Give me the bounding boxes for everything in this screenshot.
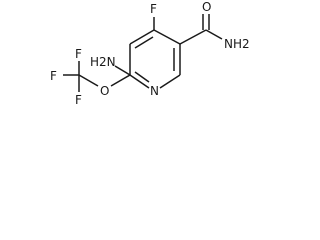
atom-labels: H2N F O NH2 N O F F F bbox=[50, 0, 250, 107]
bond-c2-o bbox=[110, 74, 131, 87]
atom-label-ring-nitrogen: N bbox=[150, 84, 159, 98]
bond-c5-c6 bbox=[153, 29, 181, 45]
atom-label-cf3-fluorine-bottom: F bbox=[75, 93, 82, 107]
bond-c6-camide bbox=[179, 29, 207, 45]
atom-label-cf3-fluorine-top: F bbox=[75, 47, 82, 61]
bonds bbox=[63, 14, 223, 92]
atom-label-carbonyl-oxygen: O bbox=[202, 0, 211, 14]
bond-c1-n bbox=[159, 74, 181, 89]
molecule-structure: H2N F O NH2 N O F F F bbox=[50, 0, 250, 107]
bond-c4-c5 bbox=[129, 29, 155, 45]
atom-label-ring-fluorine: F bbox=[150, 2, 157, 16]
bond-n-c2 bbox=[129, 74, 150, 89]
bond-c3-nh2 bbox=[114, 65, 131, 76]
atom-label-cf3-fluorine-left: F bbox=[50, 69, 57, 83]
bond-n-c2-inner bbox=[134, 71, 150, 83]
atom-label-ether-oxygen: O bbox=[100, 84, 109, 98]
bond-camide-n bbox=[205, 29, 223, 40]
atom-label-amino: H2N bbox=[90, 55, 116, 69]
bond-o-cf3 bbox=[78, 74, 99, 87]
bond-c4-c5-inner bbox=[134, 36, 154, 49]
atom-label-amide-nitrogen: NH2 bbox=[224, 37, 250, 51]
